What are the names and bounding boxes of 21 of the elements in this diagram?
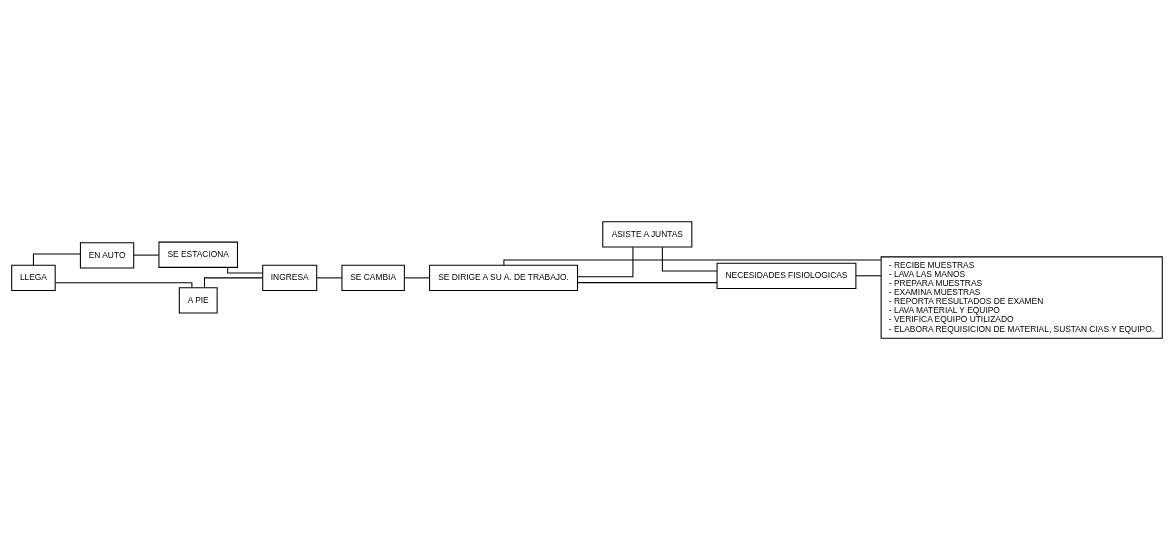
node-box: NECESIDADES FISIOLOGICAS (716, 262, 857, 289)
node-box: A PIE (178, 287, 218, 314)
connector (204, 277, 264, 289)
node-box: SE DIRIGE A SU A. DE TRABAJO. (429, 264, 579, 292)
connector (227, 266, 264, 274)
connector (133, 254, 160, 256)
connector (855, 275, 882, 277)
node-box: INGRESA (262, 264, 318, 292)
connector (316, 277, 343, 279)
node-box: EN AUTO (79, 242, 135, 269)
node-box: LLEGA (11, 264, 56, 292)
connector (577, 246, 634, 278)
connector (661, 246, 718, 272)
connector (577, 282, 718, 284)
node-box: ASISTE A JUNTAS (602, 221, 693, 248)
connector (54, 282, 193, 289)
node-box: SE ESTACIONA (158, 241, 238, 268)
node-box: - RECIBE MUESTRAS - LAVA LAS MANOS - PREPARA MUESTRAS - EXAMINA MUESTRAS - REPORTA RESULTADOS DE EXAMEN - LAVA MATERIAL Y EQUIPO - VERIFICA EQUIPO UTILIZADO - ELABORA REQUISICION DE MATERIAL, SUSTAN CIAS Y EQUIPO. (880, 256, 1163, 339)
connector (403, 277, 430, 279)
connector (32, 253, 81, 266)
node-box: SE CAMBIA (341, 264, 405, 292)
